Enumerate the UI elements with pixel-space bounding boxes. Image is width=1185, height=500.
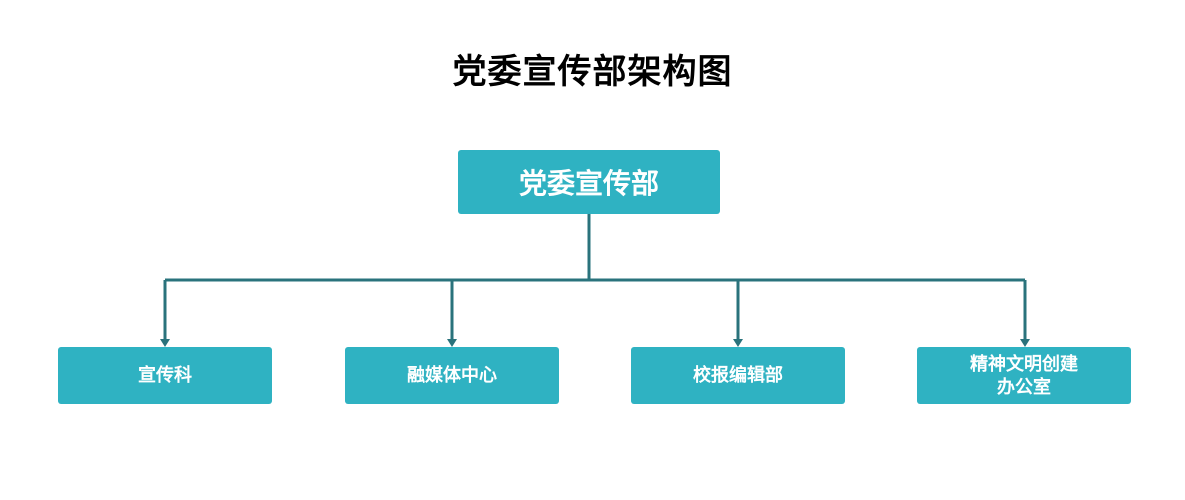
child-node-media-center: 融媒体中心 xyxy=(345,347,559,404)
child-node-label-line-1: 精神文明创建 xyxy=(970,353,1078,375)
child-node-civilization-office: 精神文明创建 办公室 xyxy=(917,347,1131,404)
child-node-label: 校报编辑部 xyxy=(693,365,783,386)
child-node-label: 融媒体中心 xyxy=(407,365,497,386)
diagram-title: 党委宣传部架构图 xyxy=(452,52,733,92)
root-node-label: 党委宣传部 xyxy=(518,167,659,200)
child-node-school-newspaper: 校报编辑部 xyxy=(631,347,845,404)
child-node-label-line-2: 办公室 xyxy=(997,376,1051,398)
child-node-label: 宣传科 xyxy=(138,365,192,386)
arrowhead-4 xyxy=(1020,339,1030,347)
arrowhead-1 xyxy=(160,339,170,347)
child-node-propaganda-section: 宣传科 xyxy=(58,347,272,404)
arrowhead-2 xyxy=(447,339,457,347)
arrowhead-3 xyxy=(733,339,743,347)
root-node-propaganda-department: 党委宣传部 xyxy=(458,150,720,214)
